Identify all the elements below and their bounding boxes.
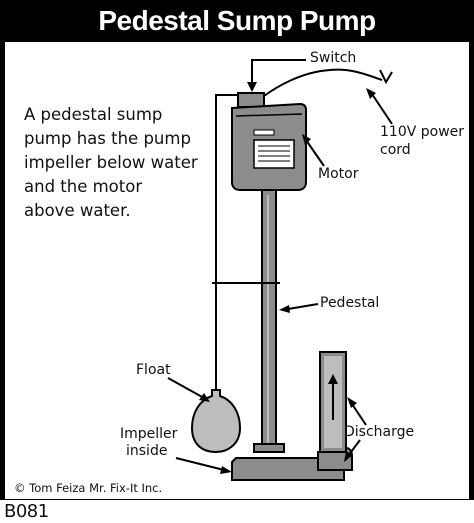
arrowhead-icon — [279, 305, 290, 313]
motor-nameplate — [253, 139, 295, 169]
description-line: pump has the pump — [24, 129, 191, 148]
description-line: A pedestal sump — [24, 105, 163, 124]
float-ball — [190, 389, 242, 454]
motor-housing-line — [235, 113, 303, 117]
arrowhead-icon — [302, 134, 311, 145]
power-cord — [263, 68, 383, 97]
discharge-callout — [351, 403, 367, 426]
power-cord-label-line2: cord — [380, 142, 411, 158]
description-line: above water. — [24, 201, 131, 220]
float-rod-bracket — [215, 94, 238, 100]
figure-code: B081 — [4, 501, 49, 522]
motor-callout — [305, 139, 325, 167]
discharge-label: Discharge — [344, 424, 415, 440]
pedestal-callout — [287, 303, 319, 310]
impeller-label-line1: Impeller — [120, 426, 178, 442]
arrowhead-icon — [366, 88, 376, 99]
switch-callout — [251, 59, 306, 86]
arrowhead-icon — [199, 393, 210, 402]
motor-label: Motor — [318, 166, 359, 182]
power-plug-icon — [379, 69, 393, 85]
arrowhead-icon — [220, 466, 232, 474]
pedestal-label: Pedestal — [320, 295, 380, 311]
description-text: A pedestal sump pump has the pump impell… — [24, 103, 214, 223]
power-cord-label-line1: 110V power — [380, 124, 465, 140]
impeller-callout — [175, 457, 225, 471]
cord-callout — [371, 93, 393, 125]
arrowhead-icon — [247, 82, 257, 92]
flow-arrow-head-icon — [328, 374, 338, 384]
switch-label: Switch — [310, 50, 357, 66]
motor-slot — [253, 129, 275, 136]
arrowhead-icon — [344, 451, 353, 462]
float-callout — [167, 377, 205, 399]
float-label: Float — [136, 362, 171, 378]
arrowhead-icon — [347, 397, 357, 408]
switch-knob — [237, 92, 265, 108]
title-bar: Pedestal Sump Pump — [0, 0, 474, 42]
description-line: and the motor — [24, 177, 143, 196]
description-line: impeller below water — [24, 153, 198, 172]
diagram-frame: Pedestal Sump Pump — [0, 0, 474, 500]
impeller-label-line2: inside — [126, 443, 168, 459]
pump-base-top — [253, 443, 285, 453]
diagram-title: Pedestal Sump Pump — [98, 5, 376, 36]
copyright-text: © Tom Feiza Mr. Fix-It Inc. — [14, 481, 163, 495]
